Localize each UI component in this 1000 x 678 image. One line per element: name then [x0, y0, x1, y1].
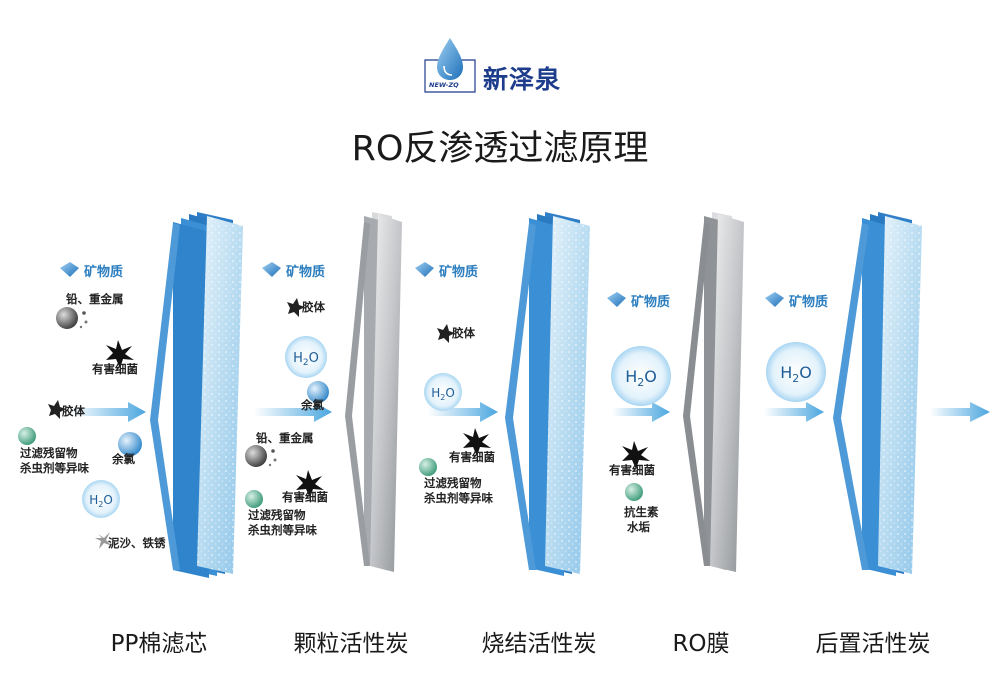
stage-label-pp: PP棉滤芯	[110, 631, 208, 657]
residue-icon	[18, 427, 36, 445]
bacteria-icon	[622, 441, 650, 469]
flow-arrows	[70, 402, 990, 422]
residue-icon	[419, 458, 437, 476]
svg-text:H2O: H2O	[431, 386, 455, 402]
lead-label: 铅、重金属	[256, 431, 314, 445]
brand-logo	[424, 38, 476, 93]
heavy-metal-icon	[245, 445, 267, 467]
flow-arrow-4	[612, 402, 670, 422]
svg-text:H2O: H2O	[780, 363, 812, 385]
mineral-label: 矿物质	[286, 265, 326, 280]
h2o-bubbles: H2O H2O H2O H2O H2O	[82, 336, 826, 518]
scale-label: 水垢	[627, 520, 650, 534]
stage-label-post-carbon: 后置活性炭	[815, 631, 931, 657]
brand-name: 新泽泉	[483, 65, 562, 94]
pesticide-label: 杀虫剂等异味	[20, 461, 89, 475]
stage-label-ro-membrane: RO膜	[672, 631, 730, 657]
bacteria-label: 有害细菌	[449, 450, 495, 464]
flow-arrow-2	[254, 402, 332, 422]
antibiotic-icon	[625, 483, 643, 501]
flow-arrow-5	[764, 402, 824, 422]
mineral-label: 矿物质	[631, 295, 671, 310]
page-title: RO反渗透过滤原理	[351, 129, 649, 169]
colloid-icon	[48, 400, 66, 419]
bacteria-label: 有害细菌	[92, 362, 138, 376]
filter-sintered-carbon	[505, 212, 590, 576]
sand-label: 泥沙、铁锈	[108, 536, 166, 550]
pesticide-label: 杀虫剂等异味	[424, 491, 493, 505]
flow-arrow-1	[70, 402, 146, 422]
colloid-label: 胶体	[452, 326, 475, 340]
svg-text:H2O: H2O	[293, 351, 319, 368]
colloid-icon	[287, 298, 305, 317]
bacteria-icon	[463, 428, 491, 456]
chlorine-label: 余氯	[112, 452, 135, 466]
water-drop-icon	[437, 38, 463, 80]
filter-granular-carbon	[345, 212, 402, 572]
water-molecule-icon	[611, 346, 671, 406]
water-molecule-icon	[82, 480, 120, 518]
contaminant-icons	[18, 298, 650, 549]
lead-label: 铅、重金属	[66, 292, 124, 306]
mineral-label: 矿物质	[789, 295, 829, 310]
residue-label: 过滤残留物	[248, 508, 306, 522]
water-molecule-icon	[424, 373, 462, 411]
mineral-icon	[765, 292, 784, 307]
mineral-icons	[60, 262, 784, 307]
water-molecule-icon	[285, 336, 327, 378]
chlorine-icon	[118, 432, 142, 456]
colloid-label: 胶体	[62, 404, 85, 418]
filter-ro-membrane	[683, 212, 744, 572]
stage-label-sintered-carbon: 烧结活性炭	[481, 631, 597, 657]
residue-label: 过滤残留物	[20, 446, 78, 460]
chlorine-icon	[307, 381, 329, 403]
filter-post-carbon	[833, 212, 922, 576]
mineral-icon	[607, 292, 626, 307]
water-molecule-icon	[766, 342, 826, 402]
bacteria-label: 有害细菌	[609, 463, 655, 477]
colloid-label: 胶体	[302, 300, 325, 314]
svg-text:H2O: H2O	[89, 493, 113, 509]
mineral-icon	[60, 262, 79, 277]
mineral-icon	[262, 262, 281, 277]
residue-label: 过滤残留物	[424, 476, 482, 490]
colloid-icon	[437, 324, 455, 343]
mineral-icon	[415, 262, 434, 277]
mineral-label: 矿物质	[439, 265, 479, 280]
pesticide-label: 杀虫剂等异味	[248, 523, 317, 537]
residue-icon	[245, 490, 263, 508]
chlorine-label: 余氯	[301, 398, 324, 412]
brand-sub: NEW-ZQ	[429, 81, 459, 89]
filter-pp	[150, 212, 243, 578]
stage-label-granular-carbon: 颗粒活性炭	[293, 631, 409, 657]
bacteria-label: 有害细菌	[282, 490, 328, 504]
flow-arrow-3	[428, 402, 498, 422]
svg-text:H2O: H2O	[625, 367, 657, 389]
flow-arrow-6	[930, 402, 990, 422]
antibiotic-label: 抗生素	[624, 505, 659, 519]
sand-rust-icon	[95, 532, 112, 549]
bacteria-icon	[106, 340, 134, 368]
bacteria-icon	[296, 470, 324, 498]
mineral-label: 矿物质	[84, 265, 124, 280]
heavy-metal-icon	[56, 307, 78, 329]
